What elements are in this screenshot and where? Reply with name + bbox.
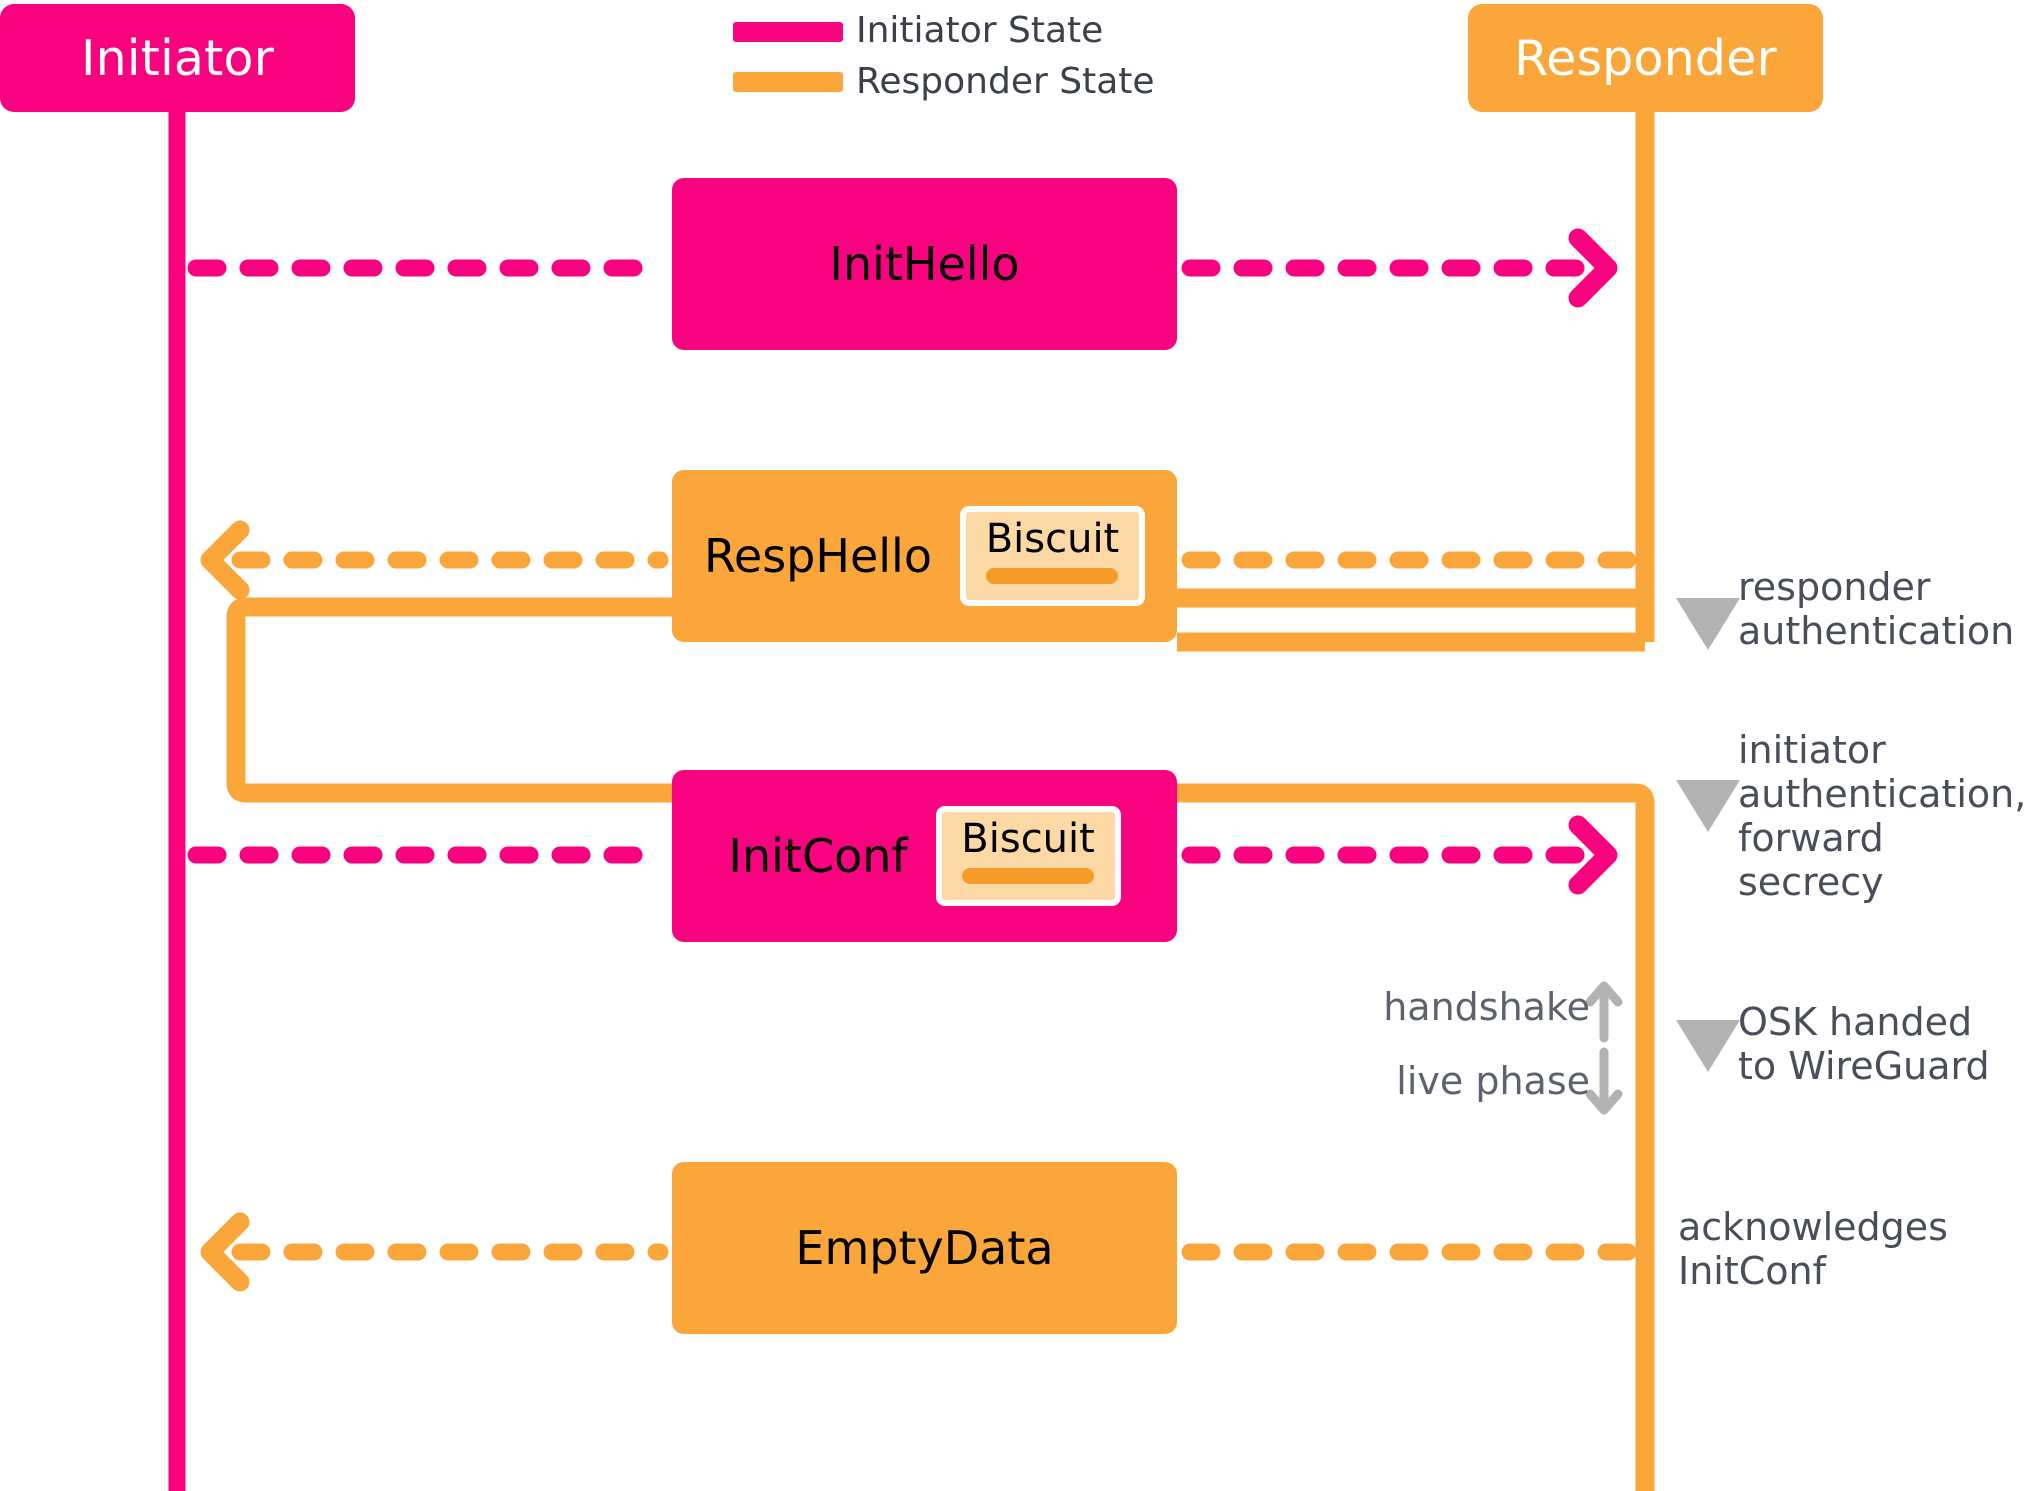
triangle-down-icon-osk — [1676, 1020, 1740, 1072]
responder-state-loop-left — [226, 597, 672, 803]
message-box-emptydata[interactable]: EmptyData — [672, 1162, 1177, 1334]
participant-label-initiator: Initiator — [80, 29, 275, 87]
message-box-resphello[interactable]: RespHello Biscuit — [672, 470, 1177, 642]
phase-label-live-phase: live phase — [1396, 1059, 1590, 1103]
message-label-inithello: InitHello — [829, 237, 1020, 291]
annotation-responder-authentication: responder authentication — [1738, 565, 2015, 654]
biscuit-bar-icon — [962, 868, 1095, 884]
participant-header-responder[interactable]: Responder — [1468, 4, 1823, 112]
annotation-initiator-authentication: initiator authentication, forward secrec… — [1738, 728, 2027, 905]
message-label-emptydata: EmptyData — [795, 1221, 1054, 1275]
phase-label-handshake: handshake — [1383, 985, 1590, 1029]
annotation-acknowledges-initconf: acknowledges InitConf — [1678, 1205, 1948, 1294]
message-label-initconf: InitConf — [728, 829, 908, 883]
message-box-inithello[interactable]: InitHello — [672, 178, 1177, 350]
legend-label-initiator-state: Initiator State — [856, 10, 1104, 51]
biscuit-badge-resphello[interactable]: Biscuit — [959, 506, 1145, 606]
arrowhead-resphello-icon — [200, 520, 250, 600]
annotation-osk-handed-to-wireguard: OSK handed to WireGuard — [1738, 1000, 1990, 1089]
message-box-initconf[interactable]: InitConf Biscuit — [672, 770, 1177, 942]
arrowhead-emptydata-icon — [200, 1212, 250, 1292]
biscuit-badge-initconf[interactable]: Biscuit — [935, 806, 1121, 906]
legend-label-responder-state: Responder State — [856, 61, 1155, 102]
triangle-down-icon-initiator-auth — [1676, 780, 1740, 832]
arrowhead-inithello-icon — [1568, 228, 1618, 308]
participant-label-responder: Responder — [1514, 29, 1777, 87]
legend-swatch-initiator — [733, 22, 843, 42]
arrow-up-icon-handshake — [1585, 981, 1623, 1043]
biscuit-bar-icon — [986, 568, 1119, 584]
arrow-down-icon-live-phase — [1585, 1047, 1623, 1115]
biscuit-label-initconf: Biscuit — [961, 816, 1095, 862]
participant-header-initiator[interactable]: Initiator — [0, 4, 355, 112]
message-label-resphello: RespHello — [704, 529, 932, 583]
legend-swatch-responder — [733, 72, 843, 92]
arrowhead-initconf-icon — [1568, 815, 1618, 895]
triangle-down-icon-responder-auth — [1676, 598, 1740, 650]
biscuit-label-resphello: Biscuit — [985, 516, 1120, 562]
responder-state-path-lower — [1177, 783, 1655, 1491]
